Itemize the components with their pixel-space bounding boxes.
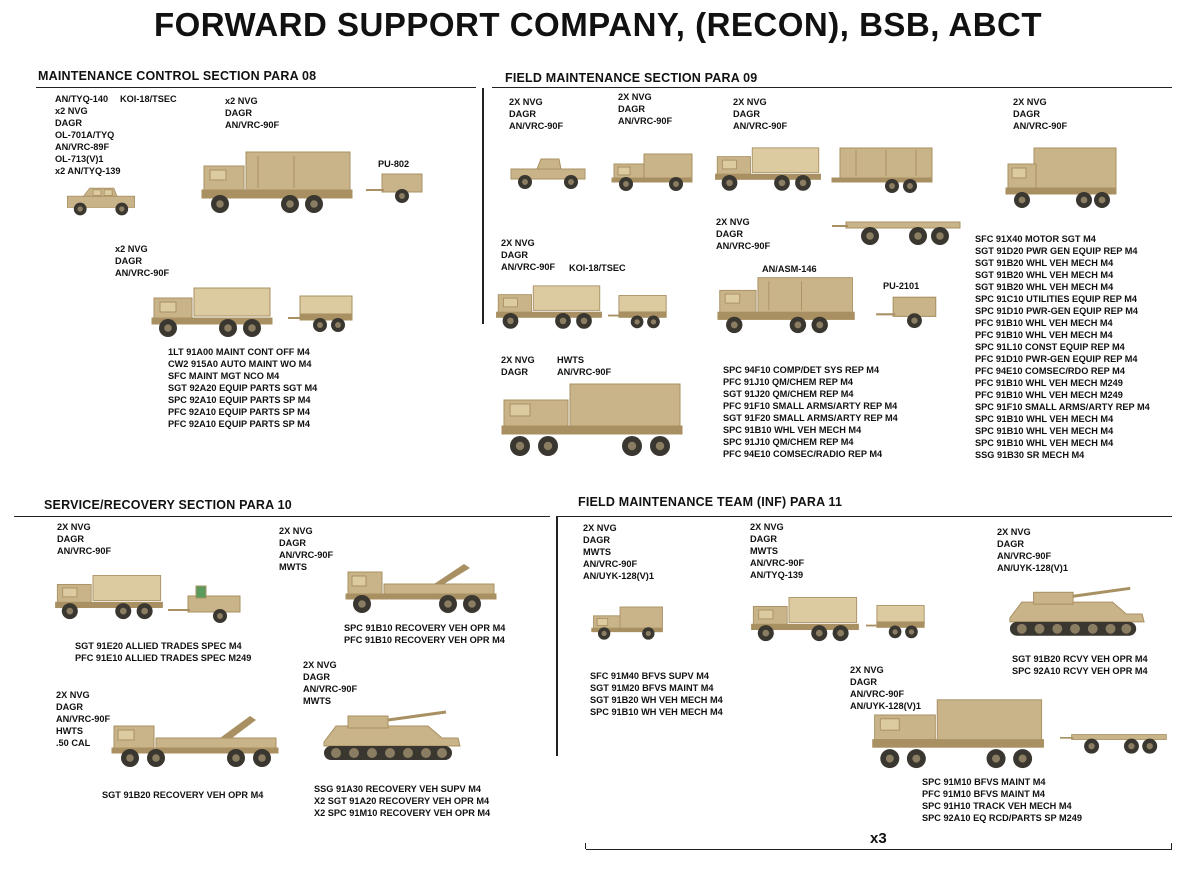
shelter-truck-icon <box>198 148 358 214</box>
shelter-truck-icon <box>712 274 862 334</box>
wrecker-truck-icon <box>344 562 500 614</box>
flatbed-trailer-icon <box>832 214 962 248</box>
cargo-trailer-icon <box>608 290 668 332</box>
cargo-truck-icon <box>493 280 605 332</box>
cargo-truck-icon <box>712 143 824 193</box>
divider <box>556 516 1172 517</box>
tracked-recovery-vehicle-icon <box>318 708 466 766</box>
van-truck-icon <box>1004 144 1120 208</box>
contact-truck-icon <box>610 150 696 192</box>
cargo-truck-icon <box>748 592 862 644</box>
generator-trailer-icon <box>874 290 940 330</box>
equipment-label: KOI-18/TSEC <box>120 94 177 104</box>
divider <box>556 516 558 756</box>
welding-trailer-icon <box>168 582 248 624</box>
section-header-service-recovery: SERVICE/RECOVERY SECTION PARA 10 <box>44 498 292 512</box>
hmmwv-vehicle-icon <box>58 185 144 217</box>
shelter-trailer-icon <box>826 144 934 194</box>
contact-truck-icon <box>590 600 666 644</box>
divider <box>36 87 476 88</box>
cargo-trailer-icon <box>866 600 926 642</box>
equipment-label: PU-802 <box>378 159 410 169</box>
multiplier-bracket <box>586 849 1172 850</box>
tracked-recovery-vehicle-icon <box>1004 584 1150 642</box>
flatbed-trailer-icon <box>1060 722 1168 762</box>
cargo-truck-icon <box>148 284 276 338</box>
section-header-maintenance-control: MAINTENANCE CONTROL SECTION PARA 08 <box>38 69 317 83</box>
divider <box>482 88 484 324</box>
equipment-label: PU-2101 <box>883 281 920 291</box>
cargo-truck-icon <box>52 570 166 622</box>
equipment-label: HWTS <box>557 355 585 365</box>
divider <box>14 516 550 517</box>
hemtt-wrecker-icon <box>110 712 282 768</box>
section-header-field-maintenance: FIELD MAINTENANCE SECTION PARA 09 <box>505 71 758 85</box>
section-header-field-maintenance-team: FIELD MAINTENANCE TEAM (INF) PARA 11 <box>578 495 843 509</box>
hemtt-shelter-truck-icon <box>498 380 690 458</box>
pickup-truck-icon <box>507 155 589 191</box>
multiplier-bracket <box>1171 843 1172 849</box>
personnel-list: SGT 91B20 RECOVERY VEH OPR M4 <box>102 790 264 800</box>
equipment-label: KOI-18/TSEC <box>569 263 626 273</box>
hemtt-shelter-truck-icon <box>862 696 1058 770</box>
cargo-trailer-icon <box>288 292 354 334</box>
multiplier-bracket <box>585 843 586 849</box>
page-title: FORWARD SUPPORT COMPANY, (RECON), BSB, A… <box>153 6 1043 43</box>
equipment-label: AN/VRC-90F <box>557 367 612 377</box>
team-multiplier: x3 <box>870 830 887 847</box>
generator-trailer-icon <box>364 168 426 204</box>
equipment-label: AN/ASM-146 <box>762 264 817 274</box>
divider <box>492 87 1172 88</box>
